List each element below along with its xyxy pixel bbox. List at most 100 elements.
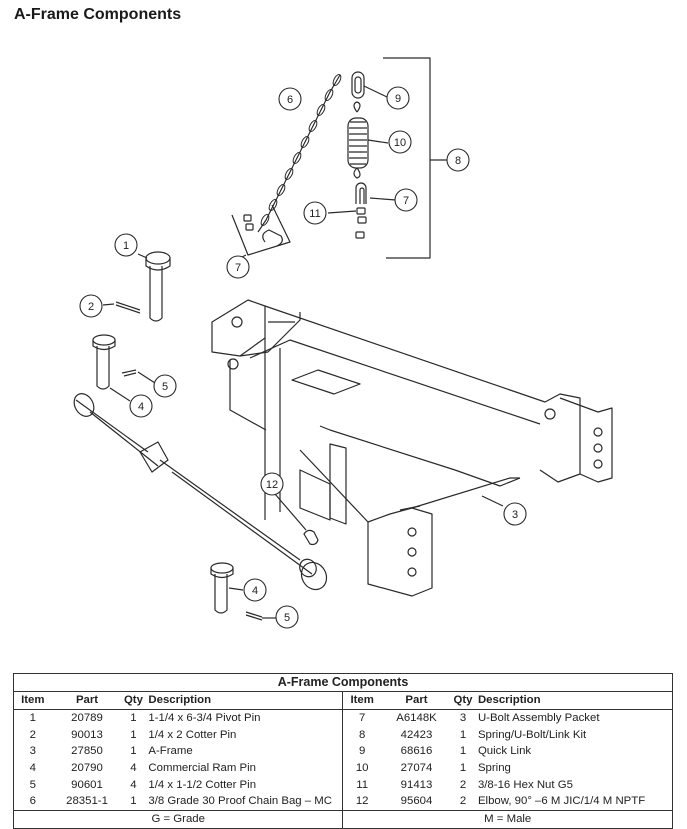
- header-item: Item: [13, 691, 52, 710]
- cotter-pin-part: [102, 301, 141, 314]
- cell-description: Spring/U-Bolt/Link Kit: [477, 728, 587, 741]
- callout-circle-5-bottom: [275, 605, 299, 629]
- cell-item: 6: [29, 795, 36, 808]
- table-row: 3 27850 1 A-Frame 9 68616 1 Quick Link: [14, 743, 673, 760]
- u-bolt-assembly-left: [231, 204, 291, 259]
- u-bolt-assembly-right: [327, 182, 397, 239]
- callout-circle-4-top: [129, 394, 153, 418]
- cell-qty: 1: [130, 712, 137, 725]
- callout-label-4-bottom: 4: [252, 585, 258, 597]
- ram-pin-top-part: [92, 334, 156, 402]
- callout-label-7-left: 7: [235, 262, 241, 274]
- table-row: 6 28351-1 1 3/8 Grade 30 Proof Chain Bag…: [14, 793, 673, 811]
- cell-part: 20790: [71, 762, 103, 775]
- header-part: Part: [380, 691, 453, 710]
- callout-label-7-right: 7: [403, 195, 409, 207]
- callout-label-12: 12: [266, 479, 278, 491]
- header-item: Item: [342, 691, 381, 710]
- callout-circle-6: [278, 87, 302, 111]
- cell-qty: 1: [130, 728, 137, 741]
- table-row: 5 90601 4 1/4 x 1-1/2 Cotter Pin 11 9141…: [14, 776, 673, 794]
- cell-item: 7: [342, 709, 381, 727]
- callout-label-6: 6: [287, 94, 293, 106]
- cell-qty: 1: [130, 795, 137, 808]
- spring-part: [347, 101, 389, 179]
- cell-qty: 1: [459, 762, 467, 775]
- hydraulic-ram-part: [73, 393, 328, 591]
- a-frame-part: [211, 299, 613, 597]
- callout-circle-9: [386, 86, 410, 110]
- callout-label-1: 1: [123, 240, 129, 252]
- cell-description: 1/4 x 2 Cotter Pin: [148, 728, 237, 741]
- cell-description: Commercial Ram Pin: [148, 762, 256, 775]
- cell-qty: 2: [459, 778, 467, 791]
- header-part: Part: [51, 691, 123, 710]
- cell-qty: 1: [459, 745, 467, 758]
- cell-qty: 2: [459, 795, 467, 808]
- callout-label-3: 3: [512, 509, 518, 521]
- table-header-row: Item Part Qty Description Item Part Qty …: [13, 691, 673, 710]
- cell-item: 3: [29, 745, 36, 758]
- callout-label-9: 9: [395, 93, 401, 105]
- table-row: 1 20789 1 1-1/4 x 6-3/4 Pivot Pin 7 A614…: [14, 709, 673, 727]
- cell-item: 11: [342, 776, 381, 794]
- callout-circle-7-right: [394, 188, 418, 212]
- pivot-pin-part: [137, 251, 171, 322]
- callout-circle-1: [114, 233, 138, 257]
- legend-male: M = Male: [342, 809, 673, 828]
- callout-circle-4-bottom: [243, 578, 267, 602]
- callout-label-8: 8: [455, 155, 461, 167]
- cell-qty: 4: [130, 762, 137, 775]
- callout-label-10: 10: [394, 137, 406, 149]
- callout-circle-5-top: [153, 374, 177, 398]
- ram-pin-bottom-part: [210, 562, 277, 621]
- cell-description: Elbow, 90° –6 M JIC/1/4 M NPTF: [477, 795, 646, 808]
- cell-description: U-Bolt Assembly Packet: [477, 712, 600, 725]
- callout-circle-11: [303, 201, 327, 225]
- cell-part: 27850: [71, 745, 103, 758]
- cell-part: 68616: [400, 745, 433, 758]
- cell-part: 20789: [71, 712, 103, 725]
- cell-part: 27074: [400, 762, 433, 775]
- cell-part: 95604: [400, 795, 433, 808]
- cell-qty: 4: [130, 778, 137, 791]
- cell-description: 1-1/4 x 6-3/4 Pivot Pin: [148, 712, 261, 725]
- cell-item: 8: [342, 726, 381, 744]
- quick-link-part: [351, 71, 388, 99]
- cell-item: 10: [342, 759, 381, 777]
- header-description: Description: [144, 691, 343, 710]
- chain-part: [257, 74, 342, 233]
- cell-description: A-Frame: [148, 745, 193, 758]
- table-row: 2 90013 1 1/4 x 2 Cotter Pin 8 42423 1 S…: [14, 726, 673, 744]
- parts-table: A-Frame Components Item Part Qty Descrip…: [13, 673, 673, 829]
- header-qty: Qty: [452, 691, 474, 710]
- page-title: A-Frame Components: [14, 6, 182, 23]
- cell-part: 42423: [400, 728, 433, 741]
- legend-grade: G = Grade: [13, 809, 343, 828]
- callout-label-5-bottom: 5: [284, 612, 290, 624]
- cell-description: 3/8 Grade 30 Proof Chain Bag – MC: [148, 795, 333, 808]
- cell-description: Spring: [477, 762, 511, 775]
- cell-item: 12: [342, 793, 381, 811]
- cell-part: 90013: [71, 728, 103, 741]
- callout-circle-12: [260, 472, 284, 496]
- callout-label-4-top: 4: [138, 401, 144, 413]
- cell-description: 1/4 x 1-1/2 Cotter Pin: [148, 778, 257, 791]
- cell-part: A6148K: [396, 712, 437, 725]
- table-caption: A-Frame Components: [13, 673, 673, 691]
- cell-part: 28351-1: [66, 795, 108, 808]
- table-row: 4 20790 4 Commercial Ram Pin 10 27074 1 …: [14, 759, 673, 777]
- callout-label-5-top: 5: [162, 381, 168, 393]
- cell-part: 90601: [71, 778, 103, 791]
- cell-description: 3/8-16 Hex Nut G5: [477, 778, 573, 791]
- callout-circle-8: [446, 148, 470, 172]
- cell-qty: 3: [459, 712, 467, 725]
- callout-circle-7-left: [226, 255, 250, 279]
- legend-row: G = Grade M = Male: [13, 809, 673, 828]
- cell-item: 2: [29, 728, 36, 741]
- cell-part: 91413: [400, 778, 433, 791]
- callout-label-2: 2: [88, 301, 94, 313]
- elbow-fitting-part: [274, 493, 319, 546]
- callout-circle-2: [79, 294, 103, 318]
- cell-item: 5: [29, 778, 36, 791]
